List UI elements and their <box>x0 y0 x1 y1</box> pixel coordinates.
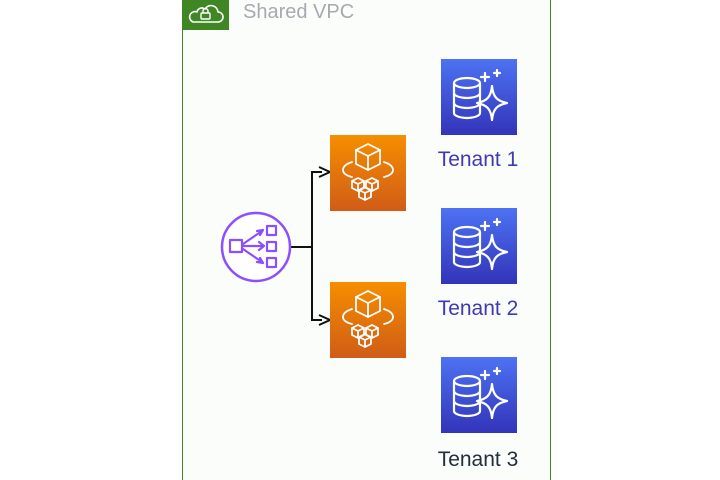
cloud-lock-icon <box>188 4 224 23</box>
tenant-2-database[interactable] <box>441 208 517 284</box>
vpc-badge <box>182 0 229 30</box>
vpc-title: Shared VPC <box>243 1 355 23</box>
service-icon-2[interactable] <box>330 282 406 358</box>
connector-to-service-1 <box>311 171 322 247</box>
connectors <box>291 166 333 326</box>
tenant-3-label: Tenant 3 <box>437 448 519 471</box>
connector-to-service-2 <box>311 247 322 321</box>
tenant-1-database[interactable] <box>441 59 517 135</box>
service-icon-1[interactable] <box>330 135 406 211</box>
tenant-1-label: Tenant 1 <box>437 148 519 171</box>
tenant-3-database[interactable] <box>441 357 517 433</box>
load-balancer-icon[interactable] <box>220 211 292 283</box>
tenant-2-label: Tenant 2 <box>437 297 519 320</box>
